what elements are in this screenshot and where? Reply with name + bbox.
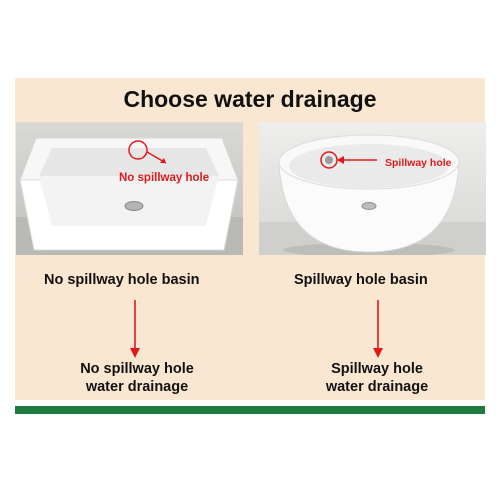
drainage-line: No spillway hole	[80, 361, 194, 377]
down-arrow-icon	[130, 300, 140, 358]
drainage-line: water drainage	[85, 379, 189, 395]
page-title: Choose water drainage	[123, 86, 377, 112]
spillway-callout: Spillway hole	[385, 157, 452, 169]
spillway-basin-label: Spillway hole basin	[294, 272, 428, 288]
drainage-line: Spillway hole	[331, 361, 423, 377]
no-spillway-basin-label: No spillway hole basin	[44, 272, 200, 288]
footer-green-bar	[15, 406, 485, 414]
square-basin-photo	[16, 122, 243, 255]
no-spillway-drainage-text: No spillway hole water drainage	[62, 360, 212, 396]
down-arrow-icon	[373, 300, 383, 358]
hole-highlight-circle	[128, 140, 148, 160]
no-spillway-callout: No spillway hole	[119, 172, 210, 184]
spillway-drainage-text: Spillway hole water drainage	[302, 360, 452, 396]
round-basin-photo	[259, 122, 486, 255]
drainage-line: water drainage	[325, 379, 429, 395]
